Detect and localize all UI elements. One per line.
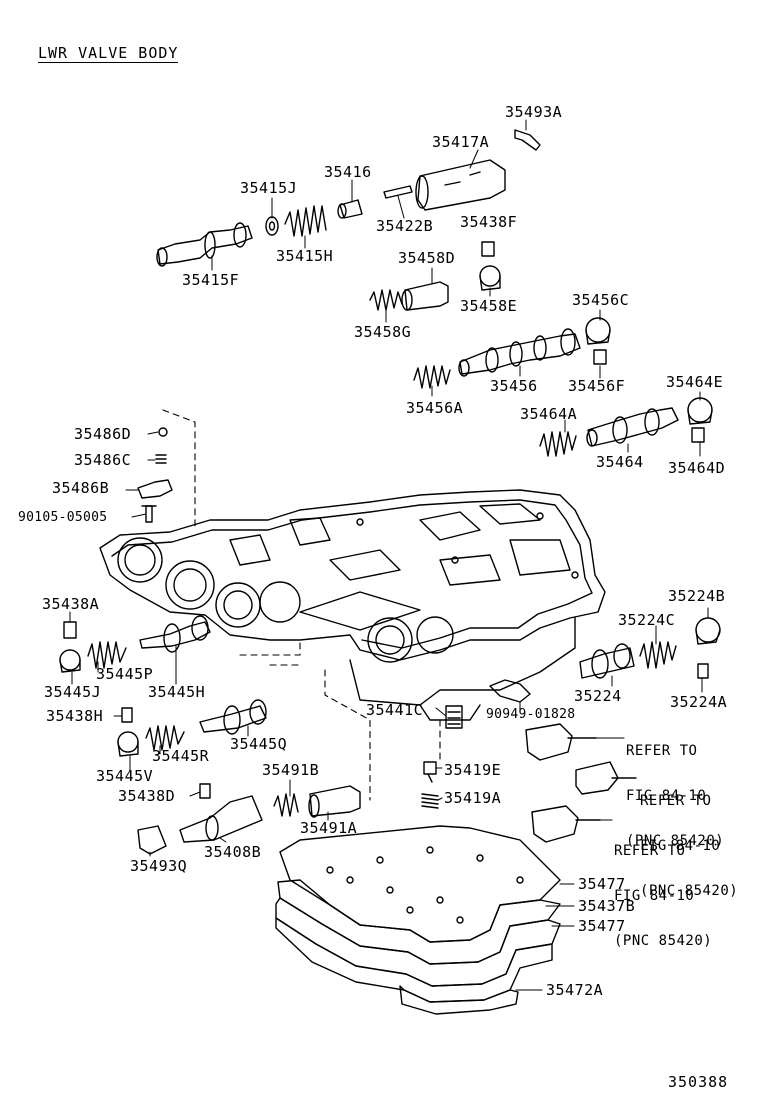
label-35456C: 35456C (572, 291, 630, 309)
label-35493A: 35493A (505, 103, 563, 121)
label-35419E: 35419E (444, 761, 502, 779)
solid-leaders (69, 119, 709, 991)
label-35491B: 35491B (262, 761, 320, 779)
label-35419A: 35419A (444, 789, 502, 807)
label-35477-upper: 35477 (578, 875, 626, 893)
label-35417A: 35417A (432, 133, 490, 151)
reference-line: REFER TO (614, 843, 686, 859)
label-35464D: 35464D (668, 459, 726, 477)
dashed-leaders (162, 409, 441, 801)
reference-line: (PNC 85420) (626, 833, 725, 849)
figure-number: 350388 (668, 1073, 729, 1091)
reference-line: REFER TO (640, 793, 712, 809)
label-35445J: 35445J (44, 683, 102, 701)
label-35415H: 35415H (276, 247, 334, 265)
label-35445Q: 35445Q (230, 735, 288, 753)
label-35438H: 35438H (46, 707, 104, 725)
label-35438F: 35438F (460, 213, 518, 231)
label-35464E: 35464E (666, 373, 724, 391)
separator-plates (275, 825, 561, 1015)
label-35415J: 35415J (240, 179, 298, 197)
reference-line: (PNC 85420) (614, 933, 713, 949)
label-35458E: 35458E (460, 297, 518, 315)
upper-valve-body-plate (99, 489, 606, 721)
label-35437B: 35437B (578, 897, 636, 915)
label-35477-lower: 35477 (578, 917, 626, 935)
reference-line: (PNC 85420) (640, 883, 739, 899)
label-35445V: 35445V (96, 767, 154, 785)
reference-line: FIG 84-10 (626, 788, 707, 804)
label-90949-01828: 90949-01828 (486, 707, 576, 722)
label-35445H: 35445H (148, 683, 206, 701)
valve-parts-top (156, 129, 713, 457)
label-35224C: 35224C (618, 611, 676, 629)
label-35458G: 35458G (354, 323, 412, 341)
reference-note-1: REFER TO FIG 84-10 (PNC 85420) (626, 714, 724, 879)
label-35441C: 35441C (366, 701, 424, 719)
label-35438A: 35438A (42, 595, 100, 613)
valve-parts-right (421, 617, 721, 843)
label-35472A: 35472A (546, 981, 604, 999)
label-35464: 35464 (596, 453, 644, 471)
reference-note-3: REFER TO FIG 84-10 (PNC 85420) (614, 814, 712, 979)
label-35224A: 35224A (670, 693, 728, 711)
label-35464A: 35464A (520, 405, 578, 423)
label-35408B: 35408B (204, 843, 262, 861)
label-35415F: 35415F (182, 271, 240, 289)
label-35456F: 35456F (568, 377, 626, 395)
label-35486D: 35486D (74, 425, 132, 443)
valve-parts-left (59, 427, 361, 855)
reference-note-2: REFER TO FIG 84-10 (PNC 85420) (640, 764, 738, 929)
reference-line: REFER TO (626, 743, 698, 759)
reference-line: FIG 84-10 (614, 888, 695, 904)
label-35445R: 35445R (152, 747, 210, 765)
label-35458D: 35458D (398, 249, 456, 267)
label-35491A: 35491A (300, 819, 358, 837)
label-35224: 35224 (574, 687, 622, 705)
label-35445P: 35445P (96, 665, 154, 683)
label-35486C: 35486C (74, 451, 132, 469)
diagram-title: LWR VALVE BODY (38, 44, 179, 63)
label-35486B: 35486B (52, 479, 110, 497)
label-90105-05005: 90105-05005 (18, 510, 108, 525)
label-35422B: 35422B (376, 217, 434, 235)
label-35438D: 35438D (118, 787, 176, 805)
label-35493Q: 35493Q (130, 857, 188, 875)
label-35456: 35456 (490, 377, 538, 395)
label-35456A: 35456A (406, 399, 464, 417)
label-35224B: 35224B (668, 587, 726, 605)
label-35416: 35416 (324, 163, 372, 181)
reference-line: FIG 84-10 (640, 838, 721, 854)
